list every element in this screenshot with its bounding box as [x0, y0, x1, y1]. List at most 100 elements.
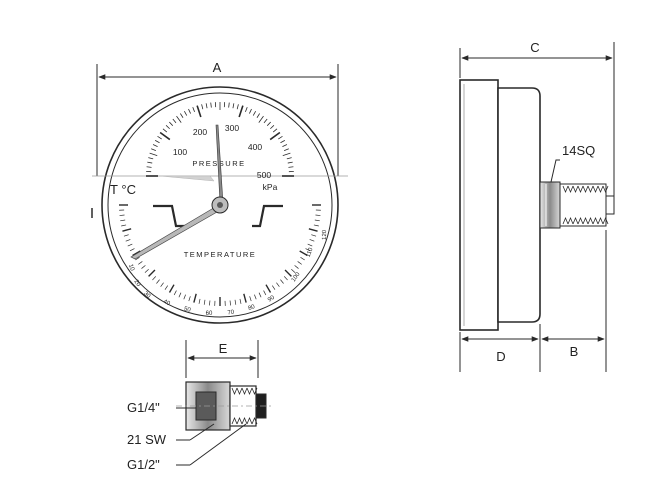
pressure-tick: [286, 157, 292, 160]
fitting-thread-tooth: [231, 387, 238, 425]
thread-large-label: G1/2": [127, 457, 160, 472]
pressure-tick: [238, 105, 244, 118]
temperature-tick: [193, 293, 197, 303]
temperature-tick-label-30: 30: [142, 291, 151, 300]
temperature-tick: [198, 298, 201, 304]
temperature-tick: [271, 285, 276, 290]
temperature-tick: [280, 279, 284, 284]
temperature-tick: [229, 300, 231, 306]
thread-tooth: [602, 185, 609, 225]
pressure-tick: [196, 105, 202, 118]
needle-hub-pin: [217, 202, 223, 208]
temperature-tick: [209, 300, 211, 306]
temperature-tick: [141, 265, 146, 269]
temperature-tick: [120, 219, 126, 222]
temperature-tick: [294, 265, 299, 269]
pressure-tick: [169, 121, 174, 126]
temperature-tick: [125, 239, 131, 242]
temperature-tick: [297, 261, 302, 265]
temperature-tick-label-120: 120: [322, 229, 328, 240]
pressure-tick-label-300: 300: [225, 123, 239, 133]
fitting-detail: E G1/4" 21 SW G1/2": [127, 340, 274, 472]
pressure-tick: [151, 148, 156, 151]
temperature-tick: [239, 298, 242, 304]
wrench-leader: [550, 159, 560, 183]
temperature-tick: [243, 293, 247, 303]
dim-c-label: C: [530, 40, 539, 55]
temperature-tick: [183, 294, 186, 300]
thread-tooth: [597, 185, 604, 225]
pressure-tick: [245, 107, 248, 112]
fitting-thread-tooth: [246, 387, 253, 425]
pressure-tick-label-100: 100: [173, 147, 187, 157]
pressure-tick: [148, 157, 154, 160]
pressure-tick-label-200: 200: [193, 127, 207, 137]
stem-hex-nut: [539, 181, 561, 229]
temperature-tick: [127, 243, 133, 247]
side-view: C 14SQ D B: [459, 40, 615, 372]
wrench-size-label: 14SQ: [562, 143, 595, 158]
pressure-tick: [258, 115, 264, 123]
temperature-tick: [156, 279, 160, 284]
temperature-tick-label-20: 20: [132, 279, 141, 288]
thread-small-label: G1/4": [127, 400, 160, 415]
pressure-tick: [288, 166, 294, 168]
thread-tooth: [572, 185, 579, 225]
thread-tooth: [587, 185, 594, 225]
pressure-unit: kPa: [263, 182, 278, 192]
fitting-thread-teeth: [231, 387, 258, 425]
temperature-tick: [122, 228, 132, 232]
pressure-tick: [249, 108, 252, 114]
temperature-tick: [265, 284, 272, 293]
pressure-tick: [228, 102, 230, 108]
pressure-tick: [269, 131, 281, 141]
temperature-tick: [291, 268, 296, 273]
temperature-tick: [313, 224, 319, 227]
pressure-tick: [162, 128, 168, 133]
temperature-tick: [254, 294, 257, 300]
temperature-tick: [263, 290, 267, 296]
temperature-unit: T °C: [110, 182, 136, 197]
wrench-size-fitting-label: 21 SW: [127, 432, 167, 447]
dim-b-label: B: [570, 344, 579, 359]
temperature-tick: [284, 269, 292, 277]
temperature-tick-label-80: 80: [247, 304, 256, 312]
temperature-tick-label-40: 40: [162, 299, 171, 308]
temperature-tick: [308, 228, 318, 232]
temperature-tick: [309, 239, 315, 242]
pressure-tick: [172, 118, 177, 124]
temperature-tick: [249, 296, 252, 302]
temperature-tick: [178, 292, 182, 298]
temperature-tick: [138, 261, 143, 265]
pressure-tick: [252, 110, 257, 116]
temperature-tick: [129, 248, 135, 252]
pressure-tick: [146, 166, 152, 168]
case-back: [497, 87, 541, 323]
pressure-tick: [263, 118, 268, 124]
pressure-tick: [183, 110, 188, 116]
temperature-tick: [276, 282, 280, 287]
thread-tooth: [582, 185, 589, 225]
pressure-tick: [280, 139, 286, 144]
pressure-tick: [270, 125, 275, 130]
thread-tooth: [567, 185, 574, 225]
pressure-tick: [236, 104, 239, 110]
temperature-tick: [119, 214, 125, 216]
temperature-tick-label-60: 60: [206, 311, 213, 317]
dim-a-label: A: [213, 60, 222, 75]
temperature-tick: [132, 250, 141, 257]
temperature-tick: [152, 276, 157, 281]
pressure-tick: [287, 161, 293, 164]
temperature-tick: [160, 282, 164, 287]
right-window-bracket: [252, 204, 283, 228]
pressure-tick-label-400: 400: [248, 142, 262, 152]
temperature-word: TEMPERATURE: [184, 250, 257, 259]
thread-teeth: [562, 185, 609, 225]
temperature-tick: [315, 214, 321, 216]
dim-d-label: D: [496, 349, 505, 364]
temperature-tick-label-50: 50: [183, 306, 191, 313]
pressure-tick: [278, 136, 283, 140]
pressure-tick: [147, 161, 153, 164]
